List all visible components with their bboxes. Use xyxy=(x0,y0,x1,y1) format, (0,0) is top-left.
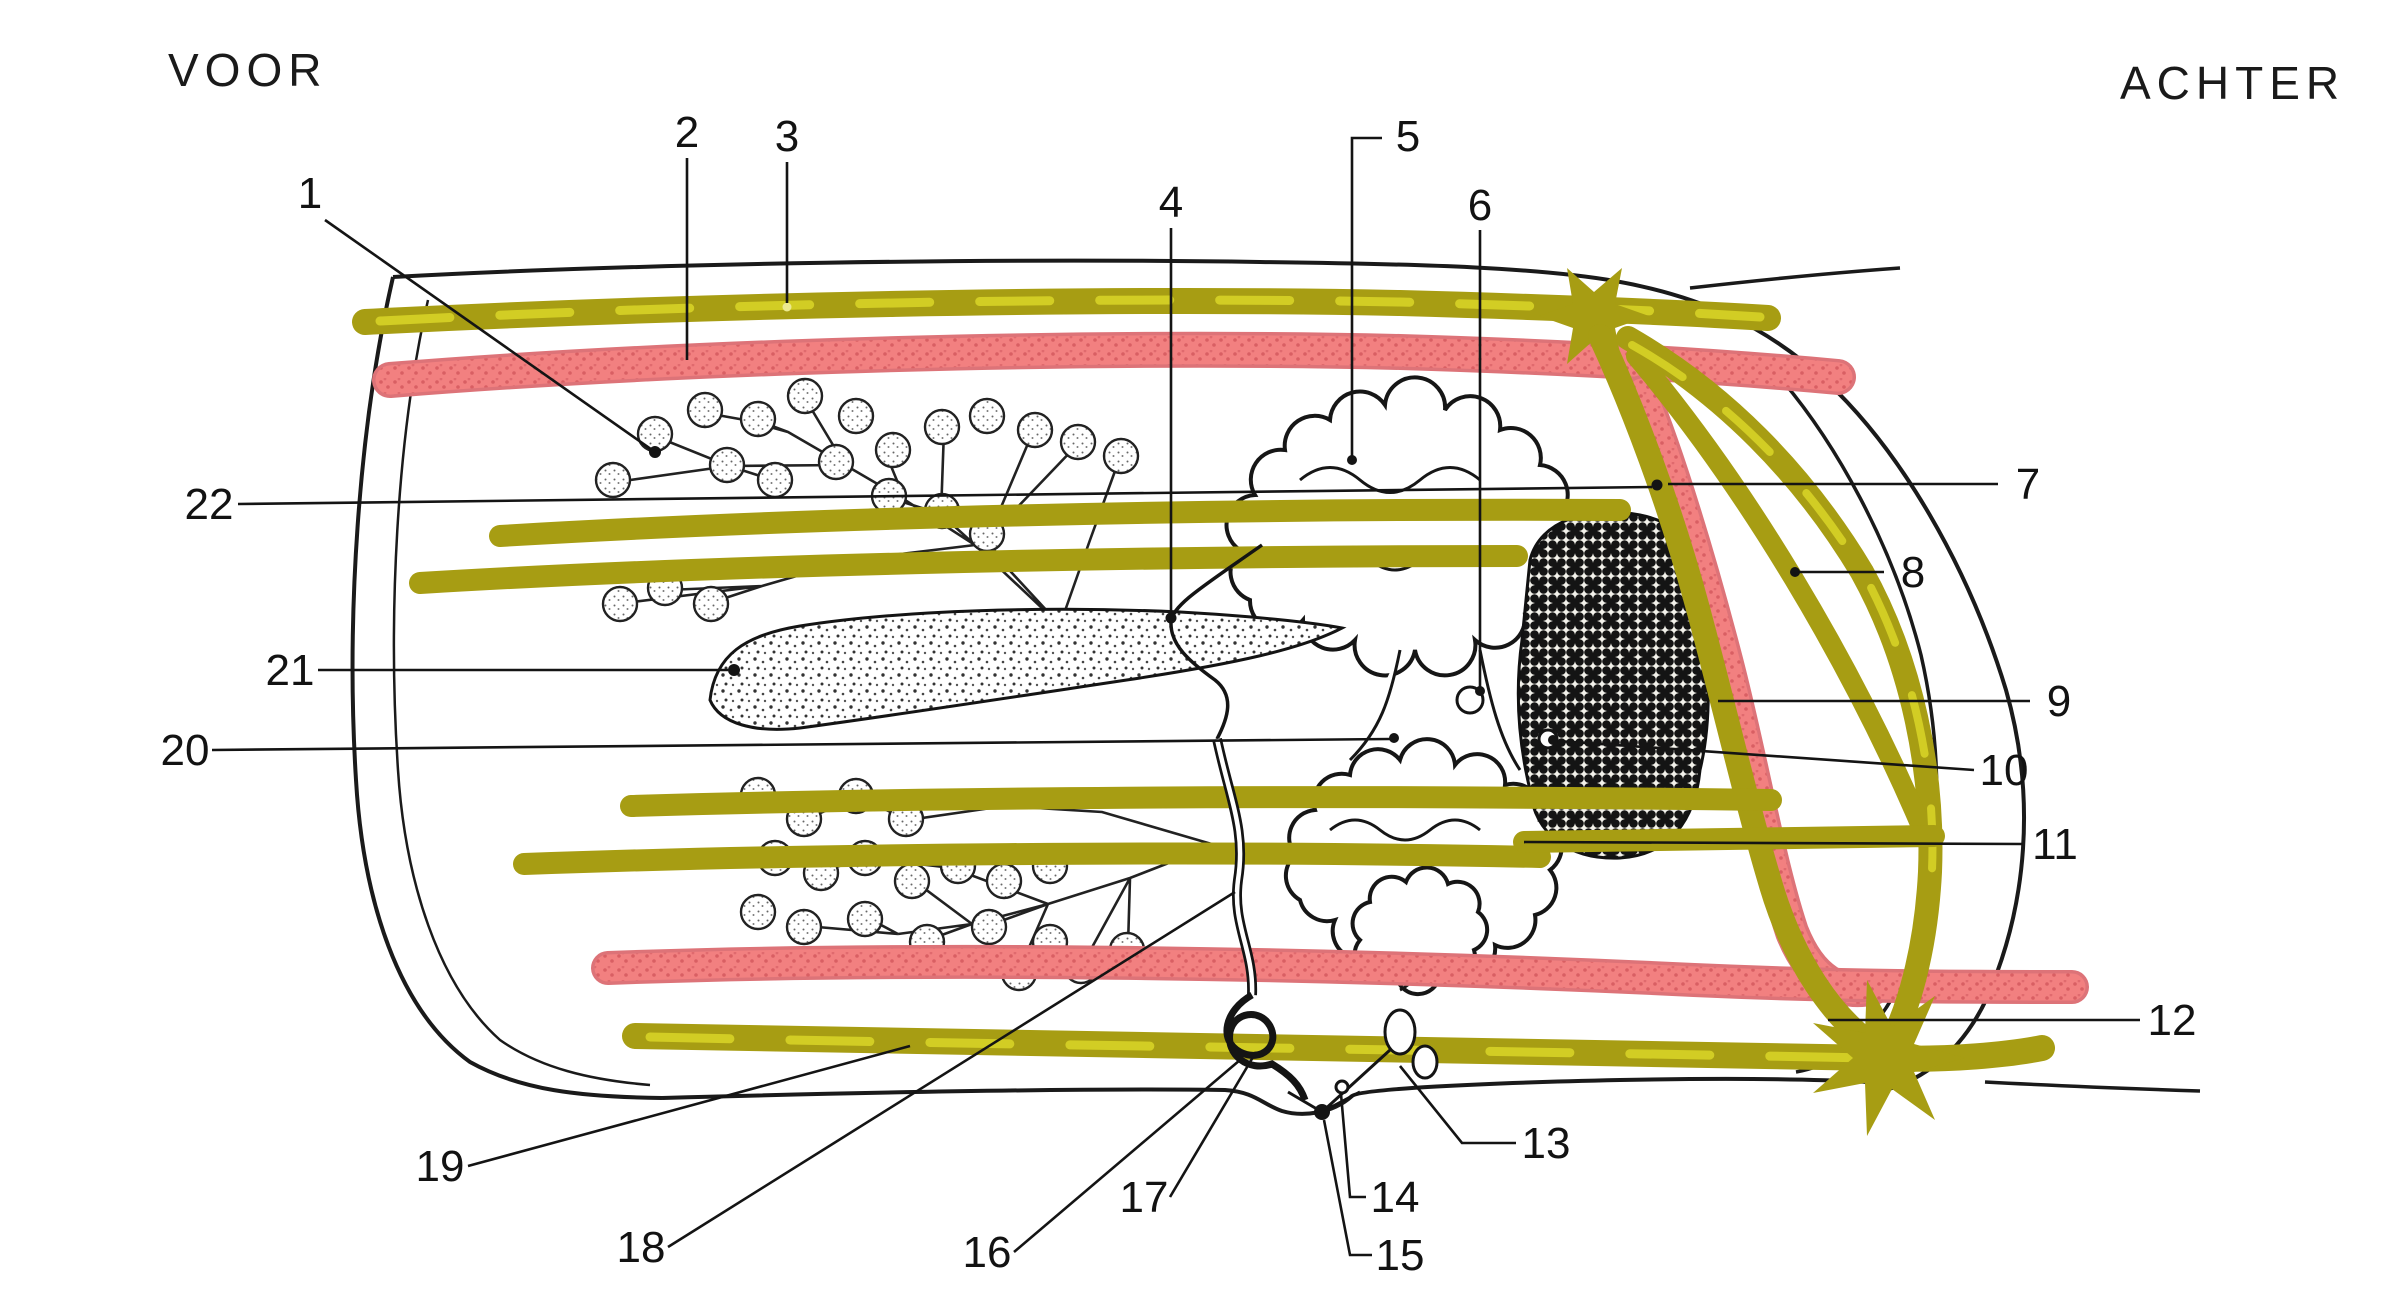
lateral-nerve-inner xyxy=(1588,324,1892,1062)
ventral-vessel xyxy=(591,944,2089,1004)
callout-10: 10 xyxy=(1980,746,2029,795)
leader-1 xyxy=(324,218,656,454)
small-pore-structure xyxy=(1334,1079,1350,1095)
callout-7: 7 xyxy=(2016,460,2040,509)
leader-17 xyxy=(1168,1051,1258,1198)
leader-8-dot xyxy=(1790,567,1800,577)
leader-22-dot xyxy=(1651,479,1663,491)
nerve-junction-posterior xyxy=(1813,980,1965,1136)
callout-11: 11 xyxy=(2032,820,2078,869)
leader-20-dot xyxy=(1389,733,1399,743)
leader-18 xyxy=(667,890,1236,1249)
back-label: ACHTER xyxy=(2120,57,2345,109)
body-bottom-edge xyxy=(661,1076,1869,1116)
leader-14 xyxy=(1339,1093,1366,1199)
leader-15 xyxy=(1322,1119,1372,1257)
leader-13 xyxy=(1398,1065,1516,1145)
lobed-gland-b xyxy=(1411,1044,1439,1080)
dorsal-nerve-highlight xyxy=(375,295,1765,326)
continuation-line-top xyxy=(1689,266,1901,290)
callout-18: 18 xyxy=(617,1223,666,1272)
callout-20: 20 xyxy=(161,726,210,775)
orientation-labels: VOOR ACHTER xyxy=(168,44,2345,109)
callout-8: 8 xyxy=(1901,548,1925,597)
leader-5-dot xyxy=(1347,455,1357,465)
ventral-nerve-highlight xyxy=(645,1032,1875,1063)
transverse-band-upper-1 xyxy=(489,498,1631,547)
leader-10 xyxy=(1557,739,1975,772)
leader-6-dot xyxy=(1475,686,1485,696)
callout-6: 6 xyxy=(1468,181,1492,230)
leader-5 xyxy=(1350,136,1382,458)
callout-9: 9 xyxy=(2047,677,2071,726)
callout-4: 4 xyxy=(1159,178,1183,227)
leader-lines xyxy=(211,136,2140,1257)
thin-duct xyxy=(1169,543,1264,740)
callout-17: 17 xyxy=(1120,1173,1169,1222)
leader-20 xyxy=(211,737,1391,752)
reproductive-ducts xyxy=(1165,543,1439,1120)
stippled-organ xyxy=(708,607,1347,731)
branched-organ-upper-lobe xyxy=(1224,375,1578,678)
body-front-rim-inner xyxy=(392,299,651,1087)
callout-1: 1 xyxy=(298,169,322,218)
callout-12: 12 xyxy=(2148,996,2197,1045)
callout-16: 16 xyxy=(963,1228,1012,1277)
ventral-ganglion xyxy=(1314,1104,1330,1120)
callout-15: 15 xyxy=(1376,1231,1425,1280)
follicle-mass-blob xyxy=(1516,510,1710,860)
transverse-band-lower-2 xyxy=(513,842,1551,875)
callout-3-target-dot xyxy=(782,302,792,312)
body-front-rim xyxy=(350,276,663,1100)
lobed-gland-a xyxy=(1383,1008,1417,1056)
callout-19: 19 xyxy=(416,1142,465,1191)
callout-21: 21 xyxy=(266,646,315,695)
callout-3: 3 xyxy=(775,112,799,161)
callout-22: 22 xyxy=(185,480,234,529)
callout-13: 13 xyxy=(1522,1119,1571,1168)
callout-21-target-dot xyxy=(728,664,740,676)
nerve-junction-anterior xyxy=(1539,268,1649,364)
continuation-line-bottom xyxy=(1984,1080,2201,1093)
callout-5: 5 xyxy=(1396,112,1420,161)
callout-14: 14 xyxy=(1371,1173,1420,1222)
dorsal-vessel xyxy=(372,331,1856,398)
leader-19 xyxy=(467,1044,911,1168)
callout-4-target-dot xyxy=(1165,612,1177,624)
leader-22 xyxy=(237,485,1653,506)
front-label: VOOR xyxy=(168,44,327,96)
transverse-band-upper-2 xyxy=(409,545,1528,594)
leader-11 xyxy=(1523,840,2024,846)
callout-2: 2 xyxy=(675,108,699,157)
coiled-organ xyxy=(1223,991,1309,1102)
main-duct-lumen xyxy=(1214,738,1255,996)
nerve-cords xyxy=(352,268,2055,1136)
gland-cluster-upper xyxy=(594,377,1140,626)
transverse-band-lower-1 xyxy=(620,786,1782,817)
callout-labels: 1 2 3 4 5 6 7 8 9 10 11 12 13 14 15 16 1… xyxy=(161,108,2197,1280)
stippled-organ-body xyxy=(708,607,1347,731)
leader-16 xyxy=(1013,1059,1241,1253)
leader-10-dot xyxy=(1548,735,1558,745)
